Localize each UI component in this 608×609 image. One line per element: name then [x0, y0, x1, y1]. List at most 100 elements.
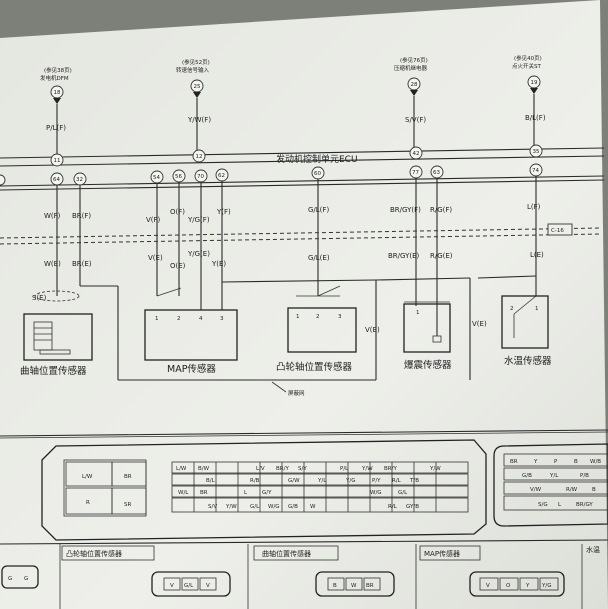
svg-text:V(F): V(F): [146, 216, 161, 224]
svg-text:64: 64: [53, 177, 60, 183]
svg-text:G/L: G/L: [250, 504, 260, 510]
svg-text:L/V: L/V: [256, 466, 265, 472]
svg-text:发电机DFM: 发电机DFM: [40, 74, 69, 82]
svg-text:B: B: [333, 583, 337, 589]
cam-sensor-label: 凸轮轴位置传感器: [276, 361, 353, 373]
svg-text:2: 2: [510, 306, 514, 312]
svg-text:Y(E): Y(E): [211, 260, 226, 268]
svg-text:Y/W: Y/W: [429, 466, 441, 472]
map-sensor: 1 2 4 3 MAP传感器: [144, 287, 238, 375]
svg-text:B/L(F): B/L(F): [525, 114, 546, 122]
reference-connector-2: (参见52页) 转速信号输入 25 Y/W(F): [176, 58, 211, 124]
svg-text:62: 62: [218, 173, 225, 179]
svg-text:BR/Y: BR/Y: [384, 466, 397, 472]
svg-text:S/G: S/G: [538, 502, 548, 508]
svg-text:Y: Y: [533, 459, 538, 465]
svg-text:R/L: R/L: [388, 504, 398, 510]
svg-text:V: V: [206, 583, 210, 589]
svg-text:W: W: [310, 504, 316, 510]
svg-text:Y/L: Y/L: [317, 478, 327, 484]
svg-text:S/V(F): S/V(F): [405, 116, 426, 124]
svg-text:P: P: [554, 459, 558, 465]
svg-text:25: 25: [194, 84, 201, 90]
svg-text:P/L: P/L: [340, 466, 349, 472]
svg-text:60: 60: [314, 171, 321, 177]
svg-text:O(E): O(E): [170, 262, 186, 270]
pin-row-1: L/W B/W L/V BR/Y S/Y P/L Y/W BR/Y Y/W: [171, 461, 469, 474]
ecu-connector-pin-grid: L/W B/W L/V BR/Y S/Y P/L Y/W BR/Y Y/W B/…: [171, 461, 469, 513]
svg-text:曲轴位置传感器: 曲轴位置传感器: [262, 549, 311, 558]
svg-text:(参见76页): (参见76页): [400, 56, 428, 64]
svg-text:1: 1: [535, 306, 539, 312]
svg-text:W(E): W(E): [44, 260, 61, 268]
svg-text:R/G(F): R/G(F): [430, 206, 452, 214]
svg-text:Y/W: Y/W: [225, 504, 237, 510]
svg-text:70: 70: [197, 174, 204, 180]
svg-text:Y/G: Y/G: [345, 478, 355, 484]
reference-connector-3: (参见76页) 压缩机继电器 28 S/V(F): [394, 56, 428, 124]
svg-text:42: 42: [413, 151, 420, 157]
ecu-connector: L/W BR R SR: [41, 439, 487, 541]
knock-sensor: 1 爆震传感器: [403, 301, 452, 371]
svg-text:BR: BR: [124, 474, 132, 480]
svg-text:G/B: G/B: [522, 473, 532, 479]
svg-text:W/G: W/G: [370, 490, 382, 496]
svg-text:BR: BR: [510, 459, 518, 465]
svg-text:S/Y: S/Y: [298, 466, 307, 472]
svg-text:S(E): S(E): [32, 294, 47, 302]
lower-wires: [56, 176, 537, 310]
svg-text:G: G: [24, 576, 28, 582]
svg-text:12: 12: [196, 154, 203, 160]
svg-text:GY/B: GY/B: [406, 504, 419, 510]
svg-text:(参见40页): (参见40页): [514, 54, 542, 62]
svg-text:2: 2: [177, 316, 181, 322]
svg-text:1: 1: [296, 314, 300, 320]
svg-text:水温: 水温: [586, 545, 600, 554]
wire-labels-f: W(F) BR(F) V(F) O(F) Y/G(F) Y(F) G/L(F) …: [44, 203, 541, 224]
knock-sensor-label: 爆震传感器: [404, 359, 452, 371]
svg-text:(参见38页): (参见38页): [44, 66, 72, 74]
svg-text:L: L: [244, 490, 248, 496]
crank-sensor: 曲轴位置传感器: [20, 290, 93, 377]
svg-text:3: 3: [220, 316, 224, 322]
svg-text:Y(F): Y(F): [216, 208, 231, 216]
svg-text:G/L(E): G/L(E): [308, 254, 330, 262]
svg-text:74: 74: [532, 168, 539, 174]
crank-sensor-label: 曲轴位置传感器: [20, 365, 87, 377]
svg-text:19: 19: [531, 80, 538, 86]
svg-text:R/L: R/L: [392, 478, 402, 484]
svg-text:28: 28: [411, 82, 418, 88]
svg-text:W(F): W(F): [44, 212, 61, 220]
svg-text:L: L: [558, 502, 562, 508]
svg-text:压缩机继电器: 压缩机继电器: [394, 64, 428, 72]
svg-text:V/W: V/W: [530, 487, 542, 493]
svg-text:77: 77: [412, 170, 419, 176]
svg-text:BR/Y: BR/Y: [276, 466, 289, 472]
svg-text:L(F): L(F): [527, 203, 541, 211]
svg-text:Y/G: Y/G: [541, 583, 551, 589]
shield-lines: S(E) V(E) V(E) 屏蔽网: [32, 275, 537, 397]
svg-text:G/L: G/L: [184, 583, 194, 589]
svg-text:L/W: L/W: [82, 474, 93, 480]
svg-text:1: 1: [155, 316, 159, 322]
svg-text:点火开关ST: 点火开关ST: [512, 62, 541, 70]
svg-text:(参见52页): (参见52页): [182, 58, 210, 66]
shield-note: 屏蔽网: [288, 389, 305, 397]
svg-text:18: 18: [54, 90, 61, 96]
svg-text:V(E): V(E): [148, 254, 163, 262]
bottom-left-connector: G G: [1, 565, 39, 589]
svg-text:P/L(F): P/L(F): [46, 124, 66, 132]
svg-text:BR(E): BR(E): [72, 260, 92, 268]
connector-tag: C-16: [551, 228, 564, 234]
svg-text:W/L: W/L: [178, 490, 189, 496]
svg-text:Y/G(E): Y/G(E): [187, 250, 210, 258]
svg-text:L(E): L(E): [530, 251, 544, 259]
connector-band: C-16: [0, 223, 601, 245]
wire-labels-e: W(E) BR(E) V(E) O(E) Y/G(E) Y(E) G/L(E) …: [44, 250, 544, 270]
reference-connector-1: (参见38页) 发电机DFM 18 P/L(F): [40, 66, 72, 132]
svg-text:S/V: S/V: [208, 504, 217, 510]
coolant-sensor: 2 1 水温传感器: [501, 295, 552, 367]
svg-text:O(F): O(F): [170, 208, 185, 216]
reference-connector-4: (参见40页) 点火开关ST 19 B/L(F): [512, 54, 546, 122]
svg-text:O: O: [506, 583, 511, 589]
